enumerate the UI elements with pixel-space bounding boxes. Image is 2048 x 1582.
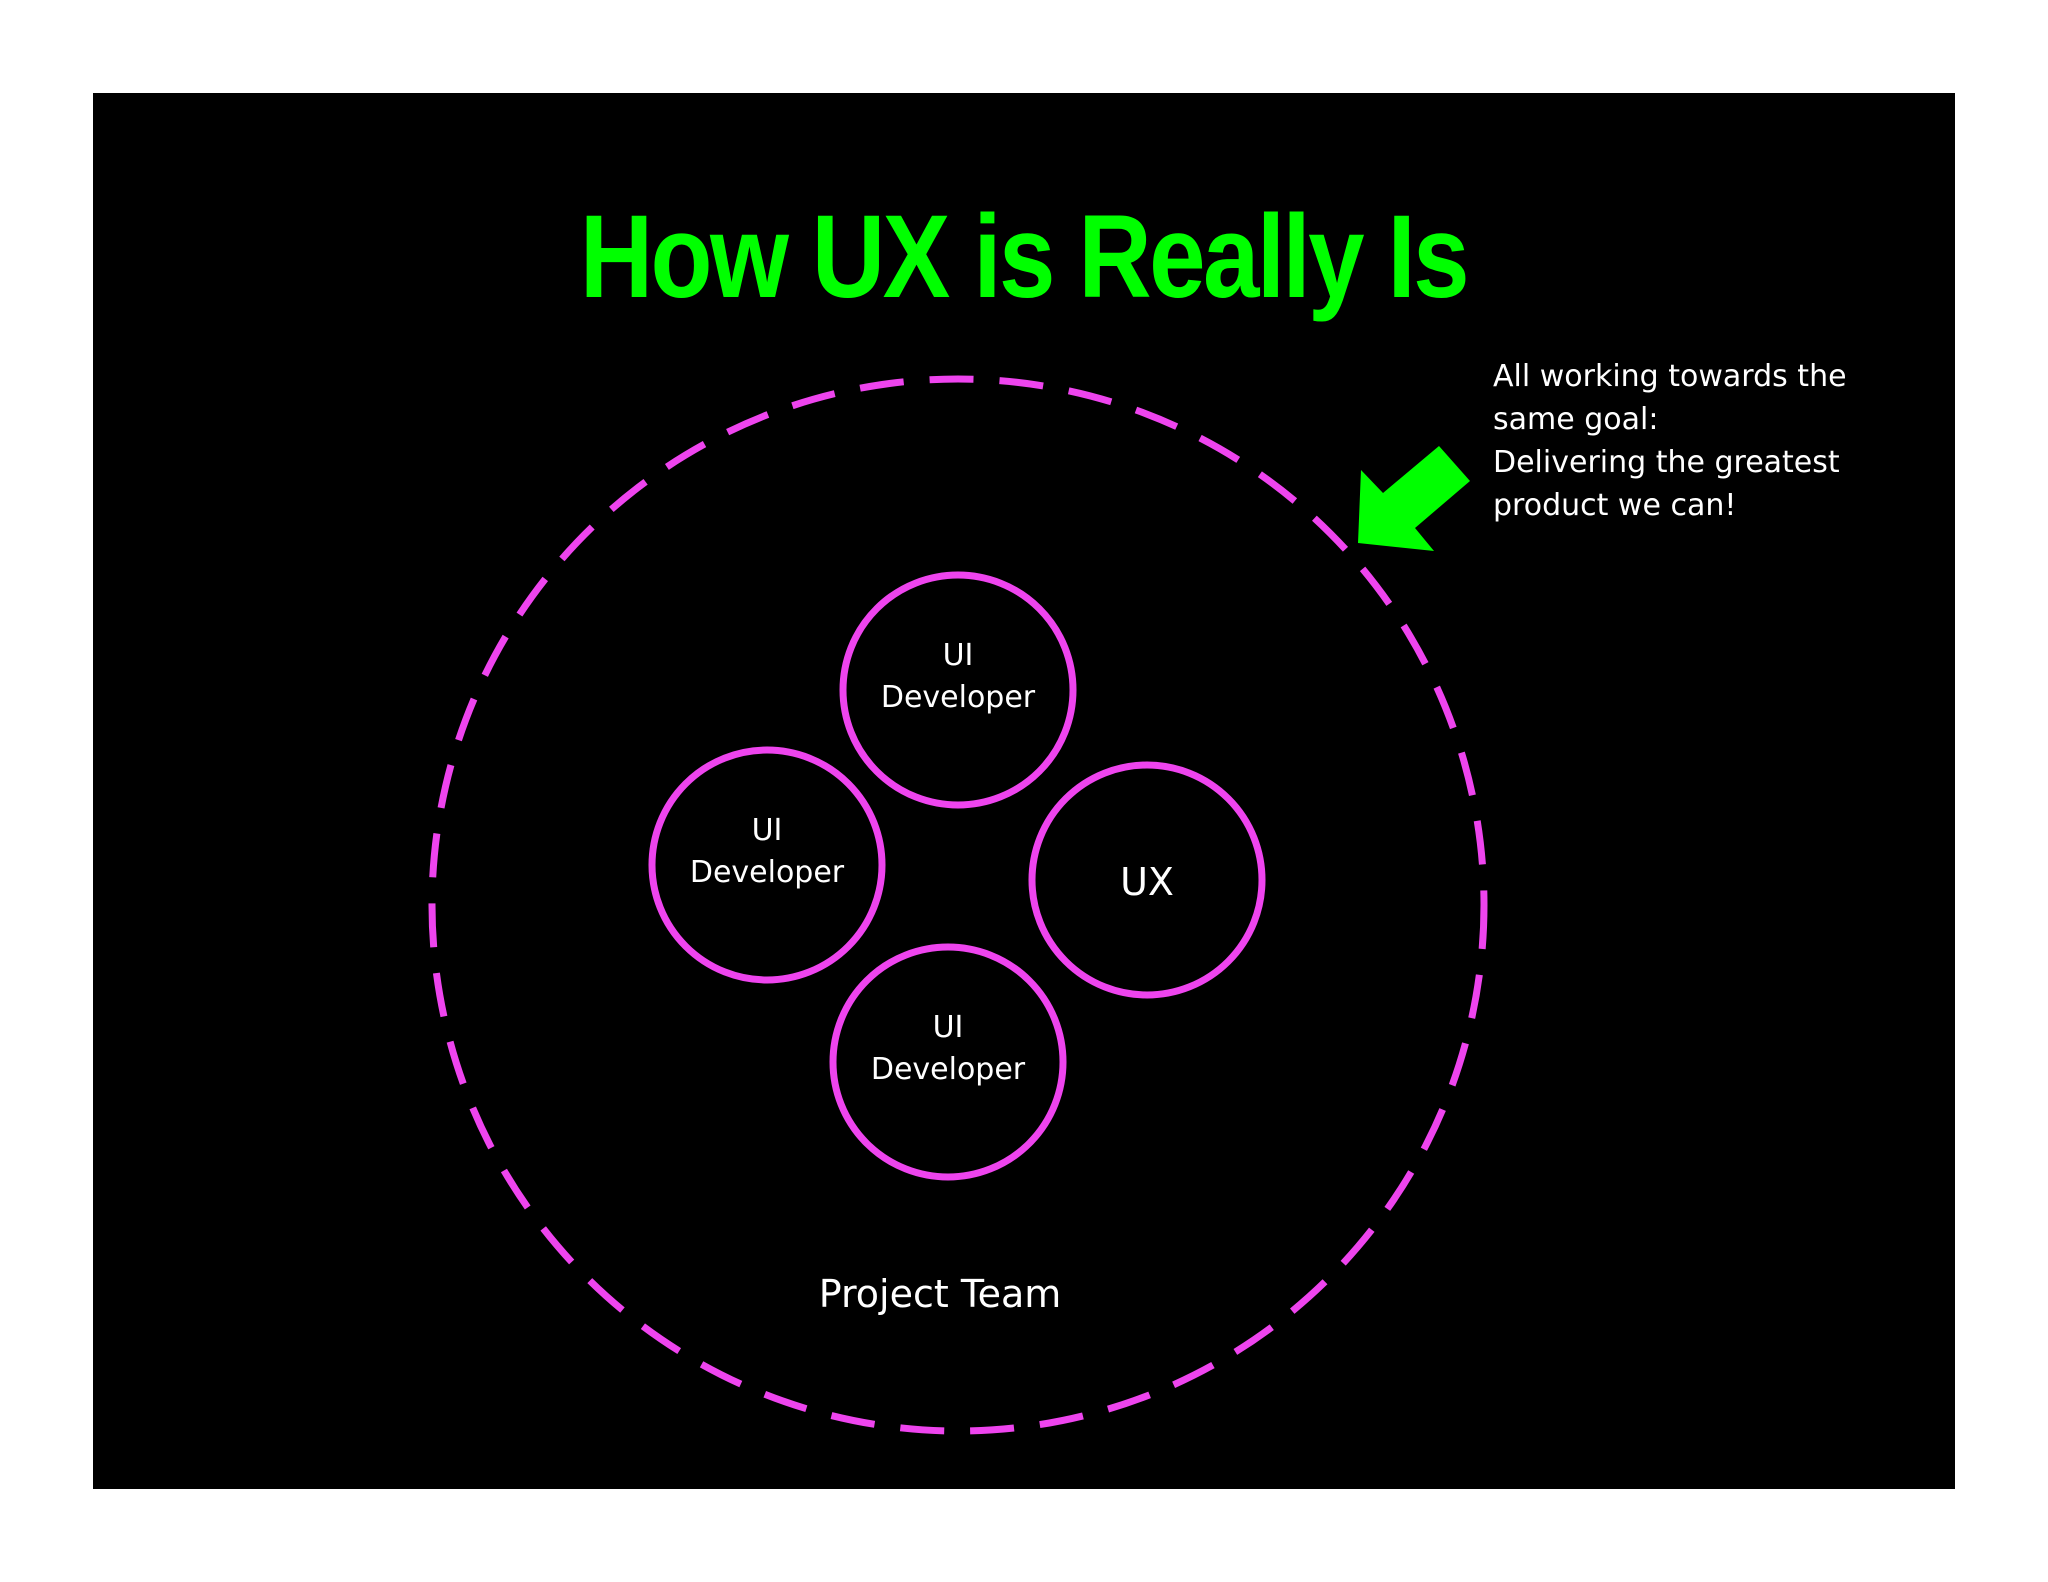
project-team-label: Project Team [818,1272,1062,1316]
ux-circle [1028,761,1266,999]
ui-developer-circle-bottom [829,943,1067,1181]
project-team-outer-circle [428,375,1488,1435]
goal-callout-text: All working towards the same goal: Deliv… [1493,355,1913,527]
green-arrow-shape [1358,446,1470,551]
ui-developer-label-left: UI Developer [689,813,845,890]
callout-line: All working towards the [1493,359,1847,394]
ui-developer-label-top: UI Developer [880,638,1036,715]
slide-background [93,93,1955,1489]
ui-developer-circle-left [648,746,886,984]
ui-developer-label-bottom: UI Developer [870,1010,1026,1087]
callout-line: product we can! [1493,488,1737,523]
callout-line: Delivering the greatest [1493,445,1840,480]
callout-line: same goal: [1493,402,1659,437]
ui-developer-circle-top [839,571,1077,809]
ux-label: UX [1120,860,1174,904]
slide-title: How UX is Really Is [579,191,1470,323]
